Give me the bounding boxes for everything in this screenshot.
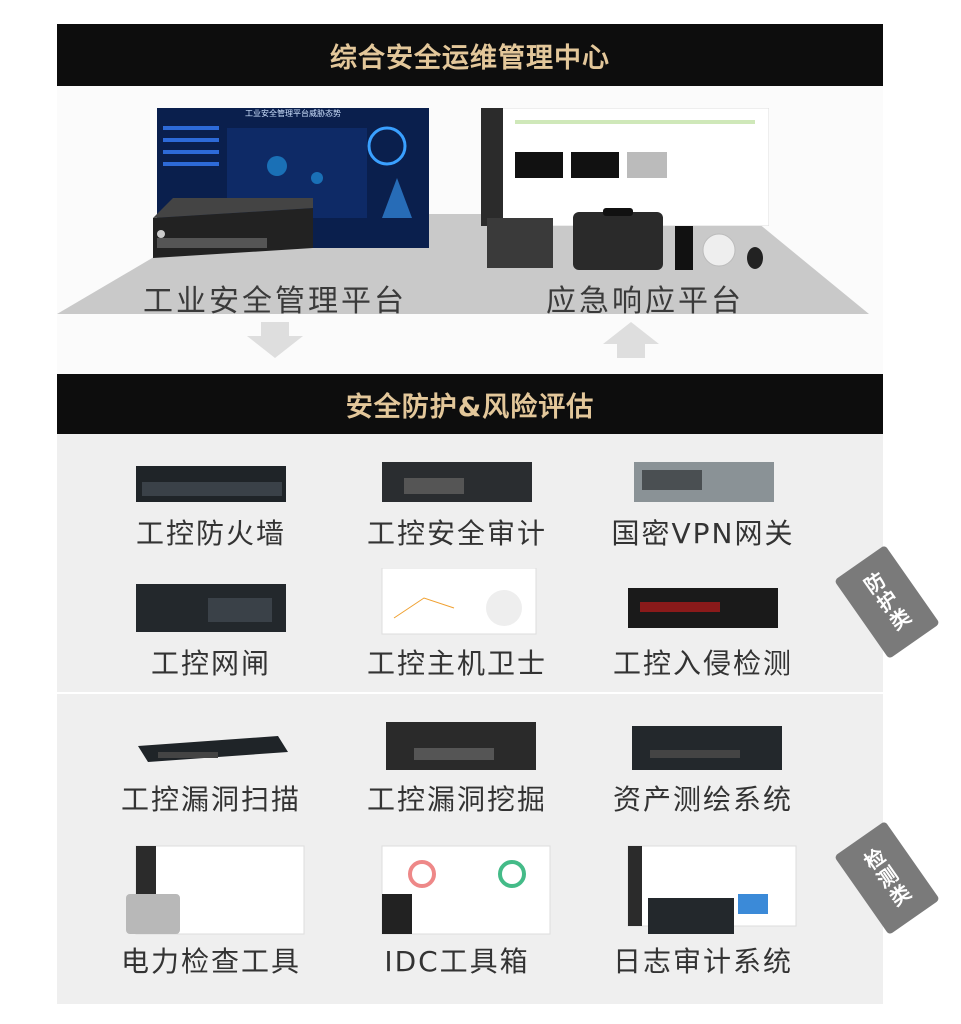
product-ics-vuln-scan: 工控漏洞扫描 <box>91 716 331 818</box>
product-label: IDC工具箱 <box>384 945 530 978</box>
gatekeeper-device-image <box>136 584 286 632</box>
emergency-kit-devices <box>487 208 763 270</box>
section-divider <box>57 692 883 694</box>
product-ics-host-guard: 工控主机卫士 <box>337 567 577 682</box>
product-label: 日志审计系统 <box>612 945 793 978</box>
emergency-platform-screenshot <box>481 108 769 226</box>
up-arrow-icon <box>603 322 659 358</box>
vuln-mining-device-image <box>386 722 536 770</box>
product-label: 工控主机卫士 <box>366 647 547 680</box>
product-label: 工控漏洞扫描 <box>120 783 301 816</box>
host-guard-screenshot <box>381 567 537 635</box>
product-label: 工控入侵检测 <box>612 647 793 680</box>
product-ics-security-audit: 工控安全审计 <box>337 458 577 552</box>
label-emergency-response-platform: 应急响应平台 <box>546 284 744 319</box>
down-arrow-icon <box>247 322 303 358</box>
product-label: 工控防火墙 <box>135 517 286 550</box>
products-panel: 工控防火墙 工控安全审计 国密VPN网关 工控网闸 工控主机卫士 工控入侵检测 … <box>57 434 883 1004</box>
product-label: 电力检查工具 <box>120 945 301 978</box>
vuln-scan-device-image <box>138 736 288 762</box>
header-protection-assessment-title: 安全防护&风险评估 <box>345 391 595 423</box>
product-label: 国密VPN网关 <box>611 517 795 550</box>
vpn-device-image <box>634 462 774 502</box>
product-power-inspection-tool: 电力检查工具 <box>91 844 331 980</box>
dashboard-title: 工业安全管理平台威胁态势 <box>245 109 341 118</box>
product-label: 工控漏洞挖掘 <box>366 783 547 816</box>
product-label: 工控安全审计 <box>366 517 547 550</box>
product-ics-vuln-mining: 工控漏洞挖掘 <box>337 716 577 818</box>
product-log-audit: 日志审计系统 <box>583 844 823 980</box>
product-label: 工控网闸 <box>150 647 271 680</box>
log-audit-screenshot <box>627 845 797 934</box>
product-idc-toolkit: IDC工具箱 <box>337 844 577 980</box>
product-ics-gatekeeper: 工控网闸 <box>91 578 331 682</box>
power-inspection-screenshot <box>126 845 305 935</box>
audit-device-image <box>382 462 532 502</box>
ids-device-image <box>628 588 778 628</box>
header-protection-assessment: 安全防护&风险评估 <box>57 374 883 434</box>
product-ics-firewall: 工控防火墙 <box>91 458 331 552</box>
product-sm-vpn-gateway: 国密VPN网关 <box>583 458 823 552</box>
product-label: 资产测绘系统 <box>612 783 793 816</box>
asset-mapping-device-image <box>632 726 782 770</box>
firewall-device-image <box>136 466 286 502</box>
product-ics-intrusion-detection: 工控入侵检测 <box>583 578 823 682</box>
rack-server-image <box>153 198 313 258</box>
product-asset-mapping: 资产测绘系统 <box>583 716 823 818</box>
header-management-center: 综合安全运维管理中心 <box>57 24 883 86</box>
platforms-panel: 工业安全管理平台威胁态势 工业安全管理平台 应急响应平台 <box>57 86 883 374</box>
idc-toolkit-screenshot <box>381 845 551 935</box>
header-management-center-title: 综合安全运维管理中心 <box>330 42 610 74</box>
label-industrial-security-platform: 工业安全管理平台 <box>143 284 407 319</box>
